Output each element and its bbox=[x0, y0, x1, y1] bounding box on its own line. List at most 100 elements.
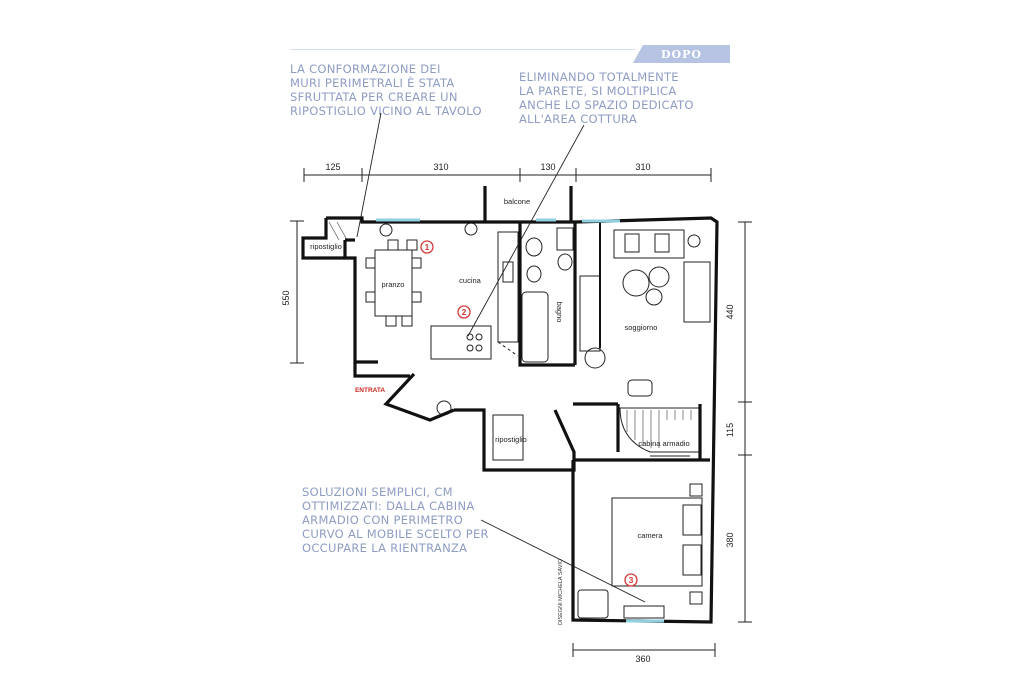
dimension-labels: 125 310 130 310 550 440 115 380 360 bbox=[281, 162, 735, 664]
nightstand bbox=[689, 483, 703, 497]
dimension-lines bbox=[290, 168, 752, 657]
wall-ripostiglio-mid bbox=[454, 408, 576, 472]
sink bbox=[502, 261, 514, 283]
note-3-line: SOLUZIONI SEMPLICI, CM bbox=[302, 485, 453, 499]
chair bbox=[406, 239, 418, 251]
burner bbox=[466, 333, 474, 341]
desk bbox=[623, 605, 665, 619]
room-label-camera: camera bbox=[637, 531, 663, 540]
room-label-pranzo: pranzo bbox=[382, 280, 405, 289]
wall-north-left bbox=[326, 216, 520, 224]
burner bbox=[475, 333, 483, 341]
leader-line-3 bbox=[480, 519, 646, 603]
room-label-bagno: bagno bbox=[555, 302, 564, 323]
note-2-line: ELIMINANDO TOTALMENTE bbox=[519, 70, 679, 84]
note-3-line: OTTIMIZZATI: DALLA CABINA bbox=[302, 499, 475, 513]
bathtub bbox=[521, 291, 549, 363]
armchair bbox=[577, 589, 609, 619]
marker-2-ring bbox=[457, 305, 471, 319]
marker-1-ring bbox=[420, 240, 434, 254]
note-2-line: ALL'AREA COTTURA bbox=[519, 112, 638, 126]
dopo-badge: DOPO bbox=[633, 45, 730, 63]
plant bbox=[584, 347, 606, 369]
header-rule bbox=[290, 49, 635, 50]
dim-label-550: 550 bbox=[281, 290, 291, 305]
dim-label-310: 310 bbox=[433, 162, 448, 172]
room-label-cabina-armadio: cabina armadio bbox=[638, 439, 689, 448]
marker-1: 1 bbox=[425, 242, 430, 252]
nightstand bbox=[689, 591, 703, 605]
wall-entrance bbox=[353, 362, 410, 378]
windows bbox=[376, 218, 664, 623]
dim-label-310b: 310 bbox=[635, 162, 650, 172]
armchair-sofa bbox=[683, 261, 711, 323]
kitchen-counter bbox=[497, 231, 519, 343]
pillow bbox=[682, 504, 702, 536]
plant bbox=[464, 222, 478, 236]
toilet bbox=[525, 237, 543, 257]
hatch bbox=[328, 221, 340, 241]
room-labels: balcone ripostiglio pranzo cucina bagno … bbox=[310, 197, 689, 540]
chair bbox=[401, 315, 413, 327]
hatch bbox=[336, 221, 348, 241]
wall-bathroom-west bbox=[518, 222, 575, 367]
dim-label-440: 440 bbox=[725, 304, 735, 319]
shower-tray bbox=[556, 227, 574, 251]
markers bbox=[420, 240, 638, 587]
hatching bbox=[328, 221, 692, 448]
washbasin bbox=[557, 253, 573, 271]
marker-2: 2 bbox=[462, 307, 467, 317]
note-3-line: ARMADIO CON PERIMETRO bbox=[302, 513, 464, 527]
note-2-line: LA PARETE, SI MOLTIPLICA bbox=[519, 84, 677, 98]
note-3-line: CURVO AL MOBILE SCELTO PER bbox=[302, 527, 489, 541]
room-label-ripostiglio-mid: ripostiglio bbox=[495, 435, 527, 444]
chair bbox=[411, 291, 422, 303]
leader-lines bbox=[356, 112, 646, 603]
marker-labels: 1 2 3 bbox=[425, 242, 634, 585]
chair bbox=[365, 257, 376, 269]
room-label-cucina: cucina bbox=[459, 276, 482, 285]
coffee-table bbox=[648, 266, 670, 288]
sofa bbox=[613, 229, 685, 259]
drawing-credit: DISEGNI MICHELA SAVIO bbox=[558, 558, 564, 625]
note-3-line: OCCUPARE LA RIENTRANZA bbox=[302, 541, 468, 555]
note-1-line: MURI PERIMETRALI È STATA bbox=[290, 76, 455, 90]
dim-label-380: 380 bbox=[725, 532, 735, 547]
wall-west bbox=[343, 240, 378, 364]
walk-in-wardrobe bbox=[619, 407, 701, 453]
chair bbox=[365, 291, 376, 303]
storage-shelf bbox=[492, 414, 524, 461]
dim-label-115: 115 bbox=[725, 423, 735, 437]
annotation-note-3: SOLUZIONI SEMPLICI, CM OTTIMIZZATI: DALL… bbox=[302, 485, 489, 555]
cushion bbox=[624, 233, 640, 253]
pillow bbox=[682, 544, 702, 576]
note-2-line: ANCHE LO SPAZIO DEDICATO bbox=[519, 98, 694, 112]
marker-3: 3 bbox=[629, 575, 634, 585]
plant bbox=[379, 223, 393, 237]
note-1-line: SFRUTTATA PER CREARE UN bbox=[290, 90, 458, 104]
coffee-table bbox=[645, 288, 663, 306]
wall-entrance-door bbox=[383, 372, 455, 422]
kitchen-island bbox=[430, 325, 492, 360]
dim-label-125: 125 bbox=[325, 162, 340, 172]
dim-label-130: 130 bbox=[540, 162, 555, 172]
room-label-balcone: balcone bbox=[504, 197, 530, 206]
chair bbox=[387, 239, 399, 251]
room-label-ripostiglio: ripostiglio bbox=[310, 242, 342, 251]
room-label-soggiorno: soggiorno bbox=[625, 323, 658, 332]
furniture bbox=[365, 222, 711, 619]
note-1-line: LA CONFORMAZIONE DEI bbox=[290, 62, 441, 76]
counter-edge bbox=[497, 341, 519, 357]
room-label-entrata: ENTRATA bbox=[355, 387, 385, 394]
annotation-note-2: ELIMINANDO TOTALMENTE LA PARETE, SI MOLT… bbox=[519, 70, 694, 126]
bed bbox=[611, 497, 703, 587]
side-table bbox=[687, 234, 701, 248]
chair bbox=[411, 257, 422, 269]
walls bbox=[301, 186, 719, 624]
bidet bbox=[526, 265, 542, 283]
burner bbox=[475, 344, 483, 352]
armchair bbox=[627, 379, 653, 397]
marker-3-ring bbox=[624, 573, 638, 587]
